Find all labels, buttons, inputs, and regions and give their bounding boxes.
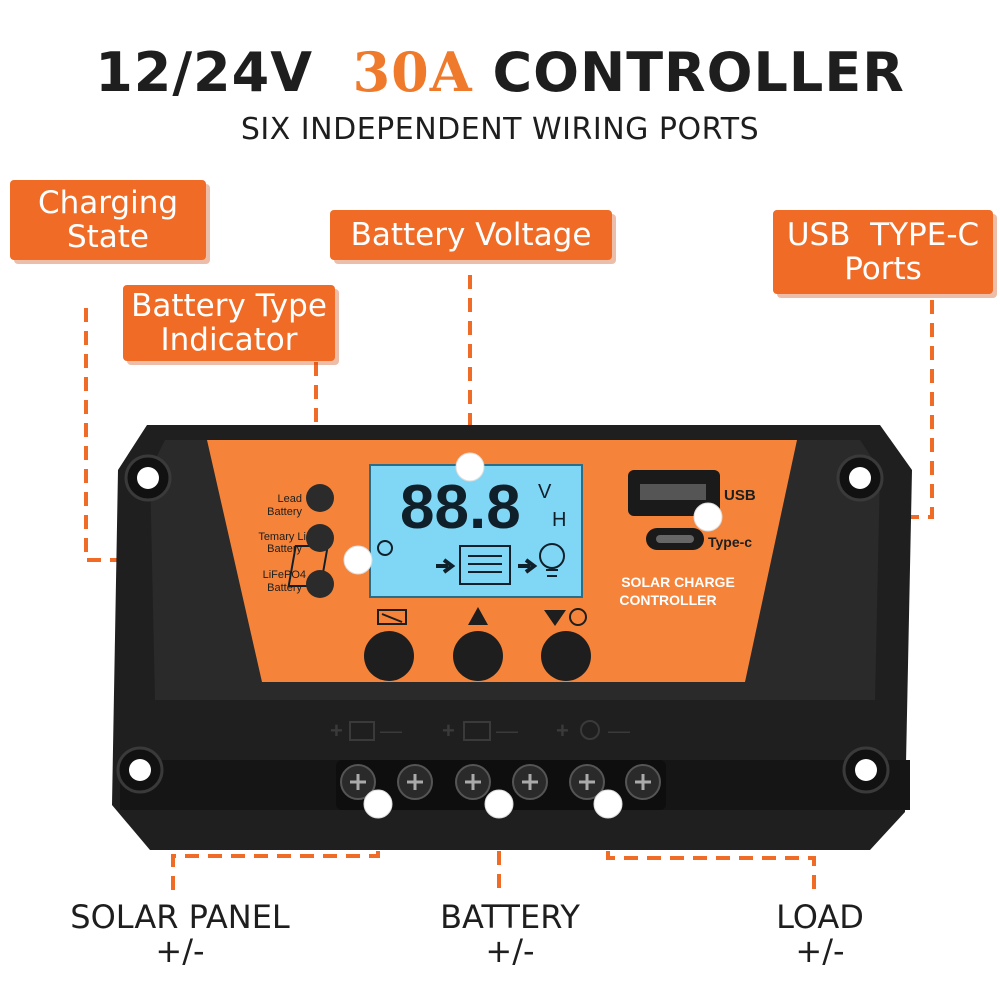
- callout-usb-line1: USB TYPE-C: [786, 217, 980, 253]
- label-lifepo4-1: LiFePO4: [263, 569, 306, 581]
- leader-usb: [712, 300, 934, 519]
- load-minus: —: [608, 718, 630, 743]
- brand-line-2: CONTROLLER: [619, 592, 716, 608]
- pointer-dot-charging: [343, 545, 373, 575]
- lcd-screen: [369, 464, 583, 598]
- arrow-right-icon-2: [518, 558, 538, 574]
- screw-terminals: [336, 760, 666, 810]
- indicator-ternary-li: [306, 524, 334, 552]
- control-buttons: [364, 607, 591, 681]
- down-icon: [544, 610, 566, 626]
- label-solar-line2: +/-: [155, 932, 205, 970]
- title-current: 30A: [352, 40, 473, 104]
- title-voltage: 12/24V: [95, 41, 313, 104]
- label-lead-2: Battery: [267, 506, 302, 518]
- typec-label: Type-c: [708, 534, 752, 550]
- label-lead-1: Lead: [278, 493, 302, 505]
- bulb-icon: [539, 543, 565, 569]
- terminal-screw[interactable]: [455, 764, 491, 800]
- terminal-screw[interactable]: [569, 764, 605, 800]
- battery-type-indicators: Lead Battery Temary Li Battery LiFePO4 B…: [258, 484, 334, 598]
- down-light-button[interactable]: [541, 631, 591, 681]
- callout-battery-voltage: Battery Voltage: [330, 210, 612, 260]
- label-solar-line1: SOLAR PANEL: [70, 898, 290, 936]
- battery-plus: +: [442, 718, 455, 743]
- callout-type-line2: Indicator: [160, 322, 298, 358]
- usb-label: USB: [724, 487, 756, 504]
- brand-line-1: SOLAR CHARGE: [621, 574, 735, 590]
- label-load: LOAD +/-: [720, 900, 920, 968]
- pointer-dot-load: [593, 789, 623, 819]
- terminal-markings: + — + — + —: [330, 718, 630, 743]
- label-ternary-2: Battery: [267, 543, 302, 555]
- label-solar-panel: SOLAR PANEL +/-: [40, 900, 320, 968]
- label-ternary-1: Temary Li: [258, 531, 306, 543]
- battery-minus: —: [496, 718, 518, 743]
- load-plus: +: [556, 718, 569, 743]
- page-subtitle: SIX INDEPENDENT WIRING PORTS: [240, 112, 760, 147]
- callout-charging-line1: Charging: [37, 185, 179, 221]
- solar-plus: +: [330, 718, 343, 743]
- terminal-screw[interactable]: [397, 764, 433, 800]
- battery-sign-icon: [463, 721, 491, 741]
- label-battery: BATTERY +/-: [400, 900, 620, 968]
- callout-usb-line2: Ports: [844, 251, 922, 287]
- pointer-dot-solar: [363, 789, 393, 819]
- label-load-line2: +/-: [795, 932, 845, 970]
- pointer-dots: [343, 452, 723, 819]
- pointer-dot-usb: [693, 502, 723, 532]
- arrow-right-icon: [436, 558, 456, 574]
- label-lifepo4-2: Battery: [267, 582, 302, 594]
- load-sign-icon: [580, 720, 600, 740]
- callout-type-line1: Battery Type: [131, 288, 327, 324]
- label-load-line1: LOAD: [776, 898, 864, 936]
- lcd-unit-h: H: [552, 509, 566, 531]
- solar-minus: —: [380, 718, 402, 743]
- solar-sign-icon: [349, 721, 375, 741]
- indicator-lead: [306, 484, 334, 512]
- menu-button[interactable]: [364, 631, 414, 681]
- label-battery-line2: +/-: [485, 932, 535, 970]
- menu-icon: [377, 609, 407, 625]
- label-battery-line1: BATTERY: [440, 898, 580, 936]
- lcd-voltage-digits: 88.8: [400, 473, 521, 542]
- lcd-unit-v: V: [538, 481, 552, 503]
- indicator-lifepo4: [306, 570, 334, 598]
- terminal-screw[interactable]: [340, 764, 376, 800]
- up-icon: [468, 607, 488, 625]
- callout-charging-line2: State: [66, 219, 150, 255]
- title-controller: CONTROLLER: [492, 41, 905, 104]
- terminal-screw[interactable]: [625, 764, 661, 800]
- sun-icon: [377, 540, 393, 556]
- light-icon: [569, 608, 587, 626]
- page-title: 12/24V 30A CONTROLLER: [0, 40, 1000, 104]
- battery-icon: [459, 545, 511, 585]
- pointer-dot-voltage: [455, 452, 485, 482]
- terminal-screw[interactable]: [512, 764, 548, 800]
- up-button[interactable]: [453, 631, 503, 681]
- pointer-dot-battery: [484, 789, 514, 819]
